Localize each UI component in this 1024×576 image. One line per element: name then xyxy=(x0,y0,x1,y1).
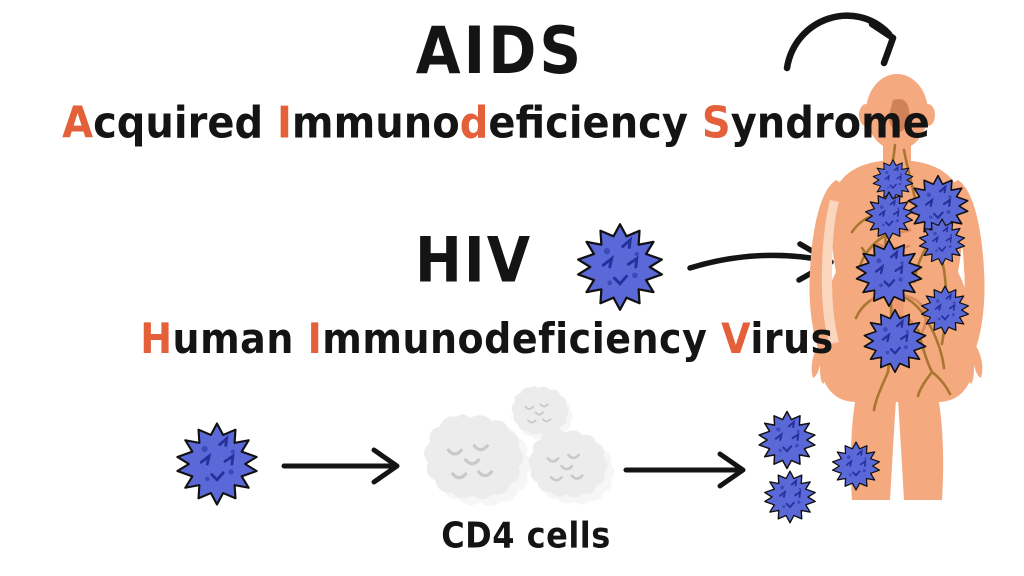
bottom-virus-particle xyxy=(175,422,259,506)
hiv-subtitle: Human Immunodeficiency Virus xyxy=(0,314,999,364)
virus-particle xyxy=(758,410,816,470)
arrow-cd4-to-viruses xyxy=(623,451,746,489)
aids-subtitle-part: yndrome xyxy=(730,97,930,149)
aids-subtitle-part: I xyxy=(277,97,292,149)
cd4-cell xyxy=(422,412,534,508)
cd4-cell-group xyxy=(422,385,616,508)
aids-subtitle-part: mmuno xyxy=(291,97,460,149)
human-body-silhouette xyxy=(809,74,985,500)
hiv-virus-particle xyxy=(576,222,664,312)
virus-particle xyxy=(763,470,817,524)
aids-subtitle-part: cquired xyxy=(93,97,278,149)
hiv-subtitle-part: mmunodeficiency xyxy=(322,314,722,364)
aids-subtitle-part: A xyxy=(62,97,94,149)
cd4-cell xyxy=(527,428,616,506)
hiv-subtitle-part: uman xyxy=(172,314,308,364)
arrow-virus-to-cd4 xyxy=(281,447,400,485)
hiv-title: HIV xyxy=(415,224,533,298)
aids-subtitle: Acquired Immunodeficiency Syndrome xyxy=(0,100,1008,146)
aids-title: AIDS xyxy=(415,12,585,89)
aids-subtitle-part: S xyxy=(701,97,731,149)
hiv-subtitle-part: I xyxy=(307,314,323,364)
hiv-subtitle-part: V xyxy=(721,314,751,364)
hiv-subtitle-part: H xyxy=(140,314,173,364)
aids-subtitle-part: eficiency xyxy=(488,97,702,149)
aids-subtitle-part: d xyxy=(459,97,489,149)
hiv-subtitle-part: irus xyxy=(750,314,834,364)
curved-arrow-to-body xyxy=(783,12,897,72)
cd4-cells-label: CD4 cells xyxy=(441,514,611,557)
